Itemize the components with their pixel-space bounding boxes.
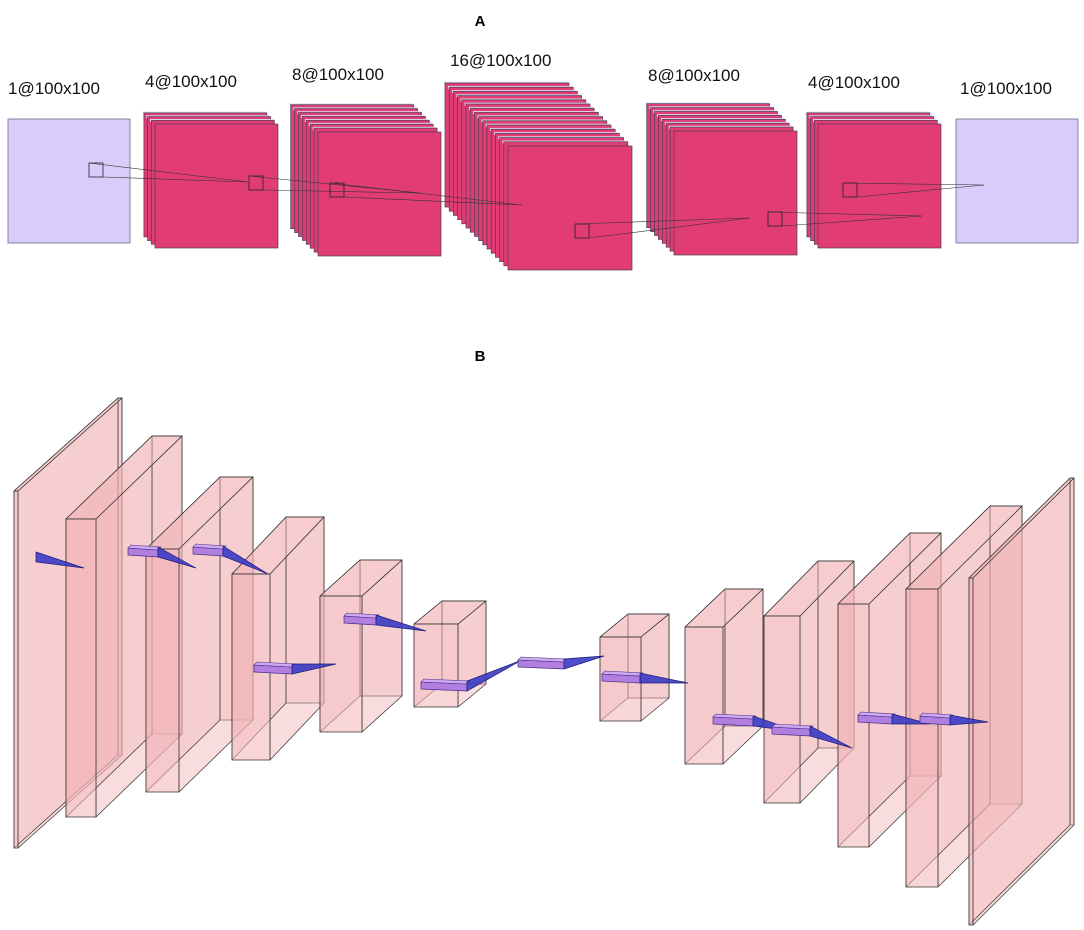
kernel-tube-top — [919, 712, 954, 719]
io-map — [955, 118, 1079, 244]
feature-block-8 — [684, 588, 764, 765]
feature-map — [817, 123, 942, 249]
kernel-line — [574, 217, 751, 225]
kernel-cone — [222, 545, 269, 575]
block-front-face — [65, 518, 97, 818]
kernel-tube-top — [192, 543, 227, 550]
kernel-tube-top — [127, 544, 162, 551]
block-front-face — [319, 595, 363, 733]
kernel-cone — [466, 659, 523, 692]
kernel-line — [588, 217, 751, 239]
kernel-line — [262, 189, 421, 194]
block-front-face — [413, 623, 459, 708]
feature-block-4 — [231, 516, 325, 761]
feature-block-12 — [968, 477, 1075, 926]
block-front-face — [968, 577, 974, 926]
panel-b: B — [13, 348, 1075, 926]
feature-block-5 — [319, 559, 403, 733]
kernel-line — [343, 196, 523, 206]
layer-label: 8@100x100 — [292, 65, 384, 84]
layer-stack-4 — [443, 81, 633, 271]
layer-label: 1@100x100 — [960, 79, 1052, 98]
layer-stack-2 — [142, 111, 279, 249]
feature-map — [507, 145, 633, 271]
block-front-face — [145, 548, 180, 793]
layer-label: 8@100x100 — [648, 66, 740, 85]
layer-stack-6 — [805, 111, 942, 249]
kernel-cone — [639, 672, 689, 684]
layer-label: 4@100x100 — [808, 73, 900, 92]
layer-stack-1 — [7, 118, 131, 244]
kernel-line — [781, 215, 923, 227]
kernel-arrow-12 — [919, 712, 989, 726]
feature-block-7 — [599, 613, 670, 722]
io-map — [7, 118, 131, 244]
kernel-arrow-8 — [601, 670, 689, 684]
feature-map — [673, 130, 798, 256]
feature-map — [317, 131, 442, 257]
kernel-tube-top — [857, 711, 896, 718]
block-front-face — [905, 588, 939, 888]
kernel-tube-top — [771, 723, 814, 730]
block-front-face — [837, 603, 870, 848]
kernel-arrow-2 — [127, 544, 197, 569]
kernel-tube-top — [601, 670, 644, 677]
feature-map — [154, 123, 279, 249]
kernel-line — [329, 182, 523, 206]
kernel-line — [102, 176, 249, 183]
kernel-arrow-5 — [343, 612, 427, 632]
kernel-cone — [291, 663, 337, 675]
kernel-line — [842, 182, 985, 186]
kernel-tube-top — [343, 612, 380, 619]
layer-label: 4@100x100 — [145, 72, 237, 91]
layer-stack-5 — [645, 102, 798, 256]
panel-a-letter: A — [475, 13, 486, 30]
kernel-cone — [809, 725, 853, 749]
kernel-cone — [375, 614, 427, 632]
block-front-face — [13, 490, 19, 849]
kernel-square — [248, 175, 264, 191]
kernel-square — [329, 182, 345, 198]
layer-stack-3 — [289, 103, 442, 257]
kernel-arrow-3 — [192, 543, 269, 575]
kernel-arrow-10 — [771, 723, 853, 749]
kernel-cone — [157, 546, 197, 569]
panel-a: A 1@100x100 4@100x100 8@100x100 16@100x100 8… — [7, 13, 1079, 271]
kernel-arrow-4 — [253, 661, 337, 675]
block-front-face — [684, 626, 724, 765]
kernel-line — [767, 211, 923, 217]
kernel-arrow-6 — [420, 659, 523, 692]
kernel-connectors — [88, 162, 985, 239]
panel-b-letter: B — [475, 348, 486, 365]
feature-block-6 — [413, 600, 487, 708]
block-front-face — [231, 573, 271, 761]
block-front-face — [763, 615, 801, 804]
kernel-line — [88, 162, 249, 183]
kernel-arrow-1 — [35, 551, 85, 569]
kernel-arrow-7 — [517, 655, 605, 670]
kernel-cone — [949, 714, 989, 726]
kernel-square — [88, 162, 104, 178]
layer-label: 16@100x100 — [450, 51, 551, 70]
kernel-line — [856, 184, 985, 198]
layer-stack-7 — [955, 118, 1079, 244]
kernel-cone — [35, 551, 85, 569]
kernel-tube-top — [712, 713, 757, 720]
kernel-cone — [563, 655, 605, 670]
layer-label: 1@100x100 — [8, 79, 100, 98]
